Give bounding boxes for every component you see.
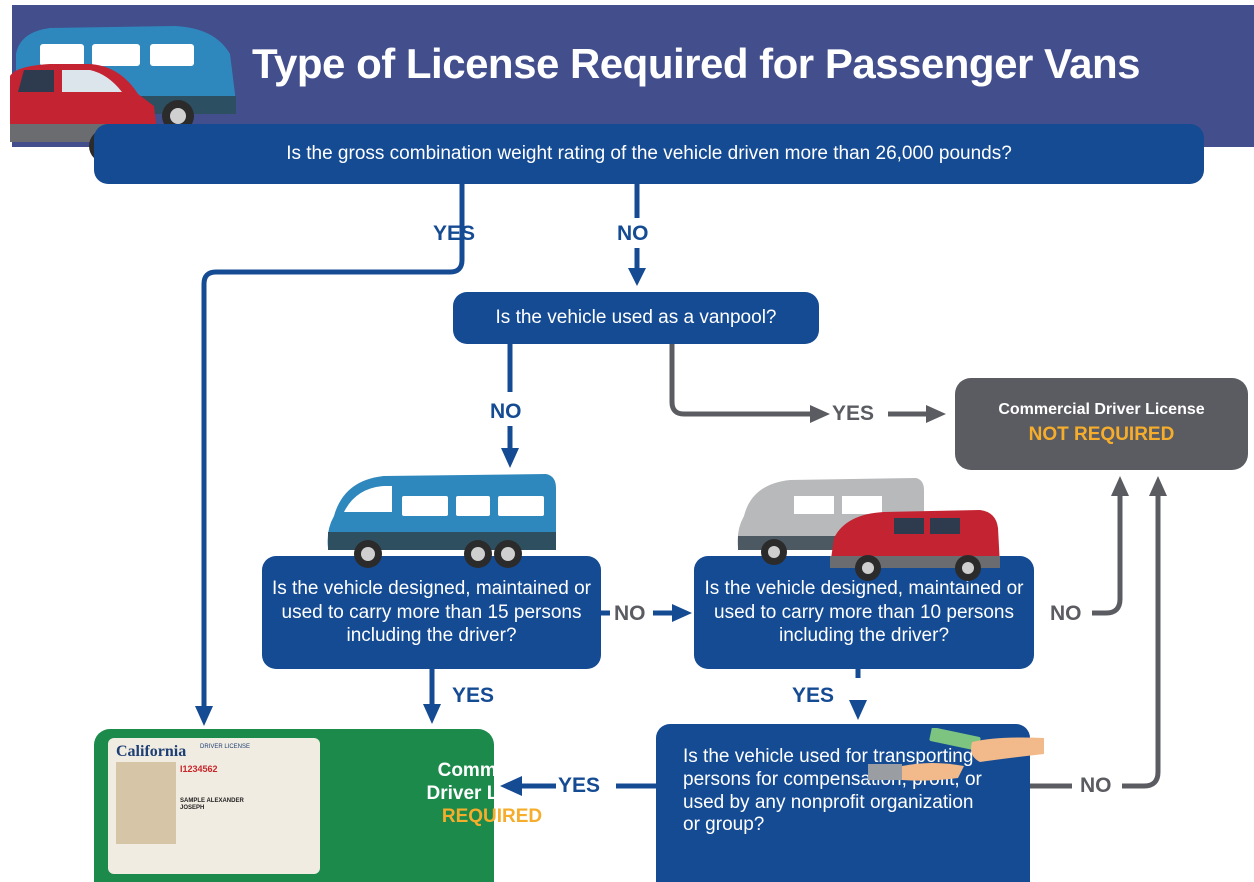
label-yes-vanpool: YES bbox=[832, 402, 875, 425]
page-title: Type of License Required for Passenger V… bbox=[252, 40, 1141, 87]
label-no-compensation: NO bbox=[1080, 774, 1112, 797]
arrowhead bbox=[423, 704, 441, 724]
required-text: Commercial Driver License REQUIRED bbox=[412, 759, 572, 829]
van-illustration-middle bbox=[327, 474, 556, 568]
label-no-vanpool: NO bbox=[490, 400, 522, 423]
label-no-weight: NO bbox=[617, 222, 649, 245]
arrowhead bbox=[810, 405, 830, 423]
connector-10-no bbox=[1092, 496, 1123, 616]
label-no-15-persons: NO bbox=[614, 602, 646, 625]
question-gross-weight: Is the gross combination weight rating o… bbox=[94, 124, 1204, 184]
license-photo bbox=[116, 762, 176, 844]
question-vanpool: Is the vehicle used as a vanpool? bbox=[453, 292, 819, 344]
not-required-title: Commercial Driver License bbox=[998, 401, 1205, 418]
connector-comp-no-2 bbox=[1122, 496, 1161, 789]
arrowhead bbox=[1111, 476, 1129, 496]
license-number: I1234562 bbox=[180, 764, 218, 774]
label-yes-compensation: YES bbox=[558, 774, 601, 797]
license-state: California bbox=[116, 743, 187, 760]
connector-vanpool-yes bbox=[669, 344, 810, 417]
outcome-not-required: Commercial Driver License NOT REQUIRED bbox=[955, 378, 1248, 470]
arrowhead bbox=[628, 268, 646, 286]
label-yes-10-persons: YES bbox=[792, 684, 835, 707]
arrowhead bbox=[672, 604, 692, 622]
license-card-image: California DRIVER LICENSE I1234562 SAMPL… bbox=[108, 738, 320, 874]
question-15-persons: Is the vehicle designed, maintained or u… bbox=[262, 556, 601, 669]
arrowhead bbox=[195, 706, 213, 726]
not-required-status: NOT REQUIRED bbox=[1028, 424, 1175, 445]
required-status: REQUIRED bbox=[441, 806, 543, 828]
license-name: SAMPLE ALEXANDER JOSEPH bbox=[180, 798, 244, 812]
vans-illustration-right bbox=[737, 478, 1000, 581]
label-yes-weight: YES bbox=[433, 222, 476, 245]
arrowhead bbox=[926, 405, 946, 423]
required-line-2: Driver License bbox=[426, 783, 558, 805]
required-line-1: Commercial bbox=[437, 760, 547, 781]
arrowhead bbox=[1149, 476, 1167, 496]
license-doc-type: DRIVER LICENSE bbox=[200, 744, 251, 750]
label-no-10-persons: NO bbox=[1050, 602, 1082, 625]
arrowhead bbox=[849, 700, 867, 720]
label-yes-15-persons: YES bbox=[452, 684, 495, 707]
arrowhead bbox=[501, 448, 519, 468]
money-hands-icon bbox=[868, 728, 1044, 781]
